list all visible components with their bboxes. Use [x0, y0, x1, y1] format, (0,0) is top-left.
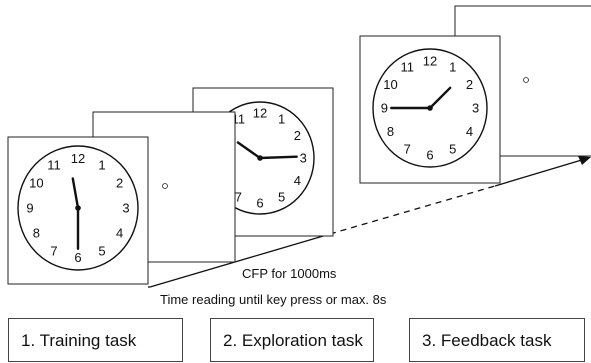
cfp-caption: CFP for 1000ms [242, 266, 337, 281]
clock-numeral: 1 [98, 158, 105, 173]
clock-numeral: 7 [404, 141, 411, 156]
hour-hand [71, 177, 80, 210]
clock-numeral: 11 [47, 158, 61, 173]
clock-numeral: 6 [256, 195, 263, 210]
clock-numeral: 10 [383, 77, 397, 92]
task-label-text: 1. Training task [21, 331, 137, 350]
timeline-arrow [149, 156, 591, 288]
arrow-head [578, 156, 591, 165]
clock-numeral: 7 [235, 189, 242, 204]
clock-numeral: 4 [466, 124, 473, 139]
clock-face-1: 12 12 3 45 6 789 10 11 [17, 145, 139, 271]
clock-numeral: 3 [122, 201, 129, 216]
clock-numeral: 3 [300, 151, 307, 166]
clock-numeral: 4 [294, 173, 301, 188]
clock-numeral: 4 [116, 225, 123, 240]
minute-hand [258, 155, 298, 160]
clock-numeral: 8 [387, 124, 394, 139]
clock-numeral: 12 [253, 106, 267, 121]
clock-numeral: 5 [449, 141, 456, 156]
task-label-feedback: 3. Feedback task [409, 318, 585, 362]
hour-hand [428, 86, 452, 110]
screen1-clock-frame: 12 12 3 45 6 789 10 11 [7, 136, 149, 285]
clock-numeral: 5 [278, 189, 285, 204]
clock-numeral: 3 [472, 101, 479, 116]
clock-numeral: 8 [33, 225, 40, 240]
fixation-dot [523, 77, 529, 83]
clock-center [75, 205, 81, 211]
clock-center [257, 155, 263, 161]
clock-numeral: 7 [50, 244, 57, 259]
clock-numeral: 10 [29, 176, 43, 191]
hour-hand [236, 141, 262, 160]
fixation-dot [162, 183, 168, 189]
clock-numeral: 11 [400, 60, 414, 75]
task-label-text: 3. Feedback task [422, 331, 552, 350]
clock-numeral: 1 [449, 60, 456, 75]
clock-numeral: 2 [294, 128, 301, 143]
clock-center [427, 105, 433, 111]
clock-numeral: 6 [426, 148, 433, 163]
clock-numeral: 2 [466, 77, 473, 92]
clock-numeral: 9 [26, 201, 33, 216]
clock-numeral: 12 [71, 151, 85, 166]
task-label-text: 2. Exploration task [223, 331, 363, 350]
clock-numeral: 2 [116, 176, 123, 191]
clock-numeral: 1 [278, 112, 285, 127]
task-label-exploration: 2. Exploration task [210, 318, 374, 362]
clock-numeral: 5 [98, 244, 105, 259]
clock-numeral: 6 [74, 250, 81, 265]
clock-numeral: 12 [423, 53, 437, 68]
clock-numeral: 9 [381, 101, 388, 116]
time-reading-caption: Time reading until key press or max. 8s [160, 292, 387, 307]
task-label-training: 1. Training task [8, 318, 183, 362]
